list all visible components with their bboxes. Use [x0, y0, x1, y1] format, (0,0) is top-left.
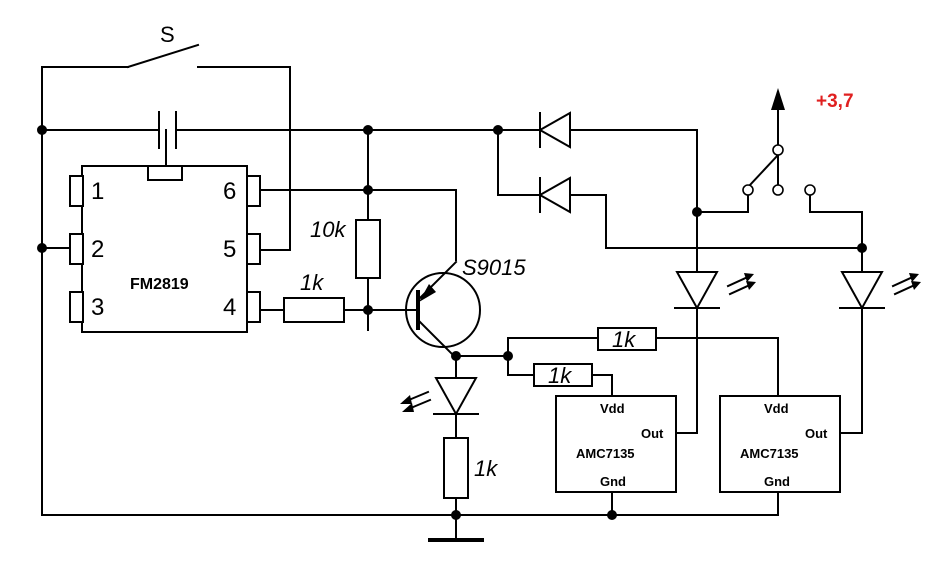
ic-pin-6: 6: [223, 178, 236, 205]
switch-label: S: [160, 22, 175, 47]
resistor-amc1-label: 1k: [548, 363, 572, 388]
led-main-1: [674, 271, 756, 311]
resistor-pullup: 10k: [310, 217, 381, 279]
resistor-led-label: 1k: [474, 456, 498, 481]
resistor-led: 1k: [443, 437, 498, 499]
ic-pin-4: 4: [223, 294, 236, 321]
resistor-base: 1k: [283, 270, 345, 323]
resistor-base-label: 1k: [300, 270, 324, 295]
ic-pin-1: 1: [91, 178, 104, 205]
transistor-pnp: S9015: [405, 255, 526, 360]
led-indicator: [400, 377, 479, 417]
amc2-gnd-label: Gnd: [764, 474, 790, 489]
diode-top: [537, 111, 571, 149]
ic-name: FM2819: [130, 276, 189, 293]
resistor-pullup-label: 10k: [310, 217, 346, 242]
capacitor: [158, 111, 177, 149]
ic-pin-3: 3: [91, 294, 104, 321]
amc2-vdd-label: Vdd: [764, 401, 789, 416]
power-arrow-icon: [771, 88, 785, 110]
transistor-label: S9015: [462, 255, 526, 280]
resistor-amc2: 1k: [597, 327, 657, 352]
ic-pin-2: 2: [91, 236, 104, 263]
junctions: [37, 125, 867, 520]
amc1-name: AMC7135: [576, 446, 635, 461]
amc2-out-label: Out: [805, 426, 828, 441]
diode-bottom: [537, 176, 571, 214]
power-input: +3,7: [742, 88, 854, 196]
ic-pin-5: 5: [223, 236, 236, 263]
ic-amc7135-1: Vdd Out AMC7135 Gnd: [555, 395, 677, 493]
led-main-2: [839, 271, 921, 311]
resistor-amc1: 1k: [533, 363, 593, 388]
resistor-amc2-label: 1k: [612, 327, 636, 352]
amc1-gnd-label: Gnd: [600, 474, 626, 489]
power-label: +3,7: [816, 91, 854, 112]
ic-amc7135-2: Vdd Out AMC7135 Gnd: [719, 395, 841, 493]
amc1-out-label: Out: [641, 426, 664, 441]
amc1-vdd-label: Vdd: [600, 401, 625, 416]
amc2-name: AMC7135: [740, 446, 799, 461]
ic-fm2819: 1 2 3 6 5 4 FM2819: [69, 165, 261, 333]
